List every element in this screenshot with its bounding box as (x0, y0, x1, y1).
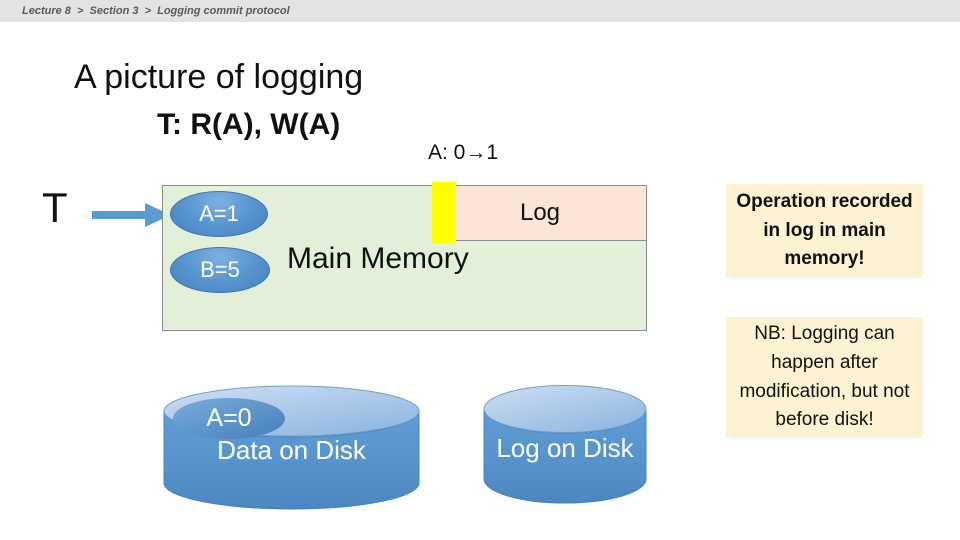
value-change-label: A: 0→1 (428, 141, 499, 164)
disk-cell-a: A=0 (173, 398, 285, 439)
disk-cell-a-value: A=0 (206, 404, 252, 432)
data-disk-label: Data on Disk (217, 435, 366, 465)
data-disk: A=0 Data on Disk (163, 385, 420, 510)
transaction-line: T: R(A), W(A) (157, 108, 341, 141)
log-highlight-marker (432, 182, 456, 243)
memory-cell-b-value: B=5 (200, 257, 240, 282)
callout-operation-recorded: Operation recorded in log in main memory… (726, 184, 923, 278)
callout-nb-logging: NB: Logging can happen after modificatio… (726, 317, 923, 438)
right-arrow-icon (92, 203, 171, 227)
callout-operation-recorded-text: Operation recorded in log in main memory… (736, 191, 913, 270)
callout-nb-logging-text: NB: Logging can happen after modificatio… (739, 322, 910, 431)
log-disk: Log on Disk (483, 385, 647, 505)
main-memory-label: Main Memory (287, 242, 469, 275)
memory-cell-a: A=1 (170, 191, 268, 237)
memory-cell-b: B=5 (170, 247, 270, 293)
log-disk-label: Log on Disk (496, 433, 634, 463)
breadcrumb: Lecture 8 > Section 3 > Logging commit p… (22, 5, 290, 17)
transaction-label: T (42, 184, 68, 231)
log-label: Log (519, 199, 561, 226)
log-disk-cylinder-icon (483, 385, 647, 504)
page-title: A picture of logging (74, 58, 364, 96)
log-box: Log (433, 185, 647, 241)
breadcrumb-bar: Lecture 8 > Section 3 > Logging commit p… (0, 0, 960, 22)
memory-cell-a-value: A=1 (199, 201, 239, 226)
